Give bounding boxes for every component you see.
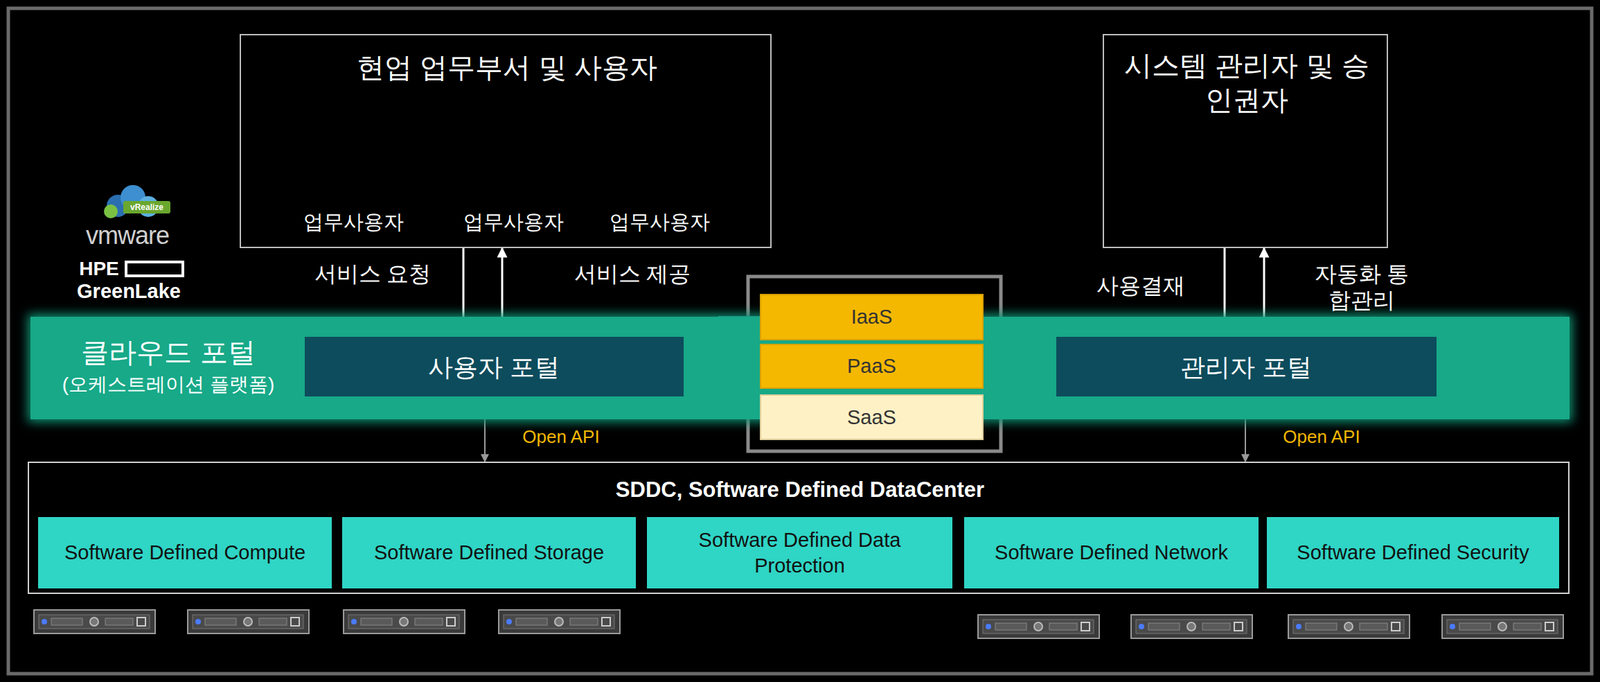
group-box: 시스템 관리자 및 승인권자 xyxy=(1102,33,1389,248)
vrealize-logo xyxy=(103,184,171,219)
server-row xyxy=(33,609,1564,638)
node-title: SDDC, Software Defined DataCenter xyxy=(615,476,985,504)
node-title: 사용자 포털 xyxy=(428,351,560,383)
node-title: Software Defined Security xyxy=(1296,539,1529,565)
node-text: (오케스트레이션 플랫폼) xyxy=(62,371,275,397)
edge-label: Open API xyxy=(1282,425,1360,448)
node-title: Software Defined Storage xyxy=(374,539,604,565)
node-title: 시스템 관리자 및 승인권자 xyxy=(1122,47,1372,118)
logo-text: GreenLake xyxy=(76,279,181,304)
node-text: 업무사용자 xyxy=(303,209,404,235)
portal-box: 사용자 포털 xyxy=(304,336,684,397)
edge-label: 자동화 통합관리 xyxy=(1309,260,1414,314)
node-title: PaaS xyxy=(847,353,897,379)
node-title: 현업 업무부서 및 사용자 xyxy=(356,49,657,85)
node-title: 클라우드 포털 xyxy=(81,334,255,370)
logo-tag: vRealize xyxy=(130,202,164,212)
service-box: PaaS xyxy=(759,343,984,389)
frame xyxy=(8,8,1592,674)
logo-text: HPE xyxy=(78,256,120,281)
sddc-box: SDDC, Software Defined DataCenterSoftwar… xyxy=(27,461,1570,594)
edge-label: 서비스 요청 xyxy=(314,260,432,287)
node-title: 관리자 포털 xyxy=(1180,351,1312,383)
node-title: SaaS xyxy=(847,404,897,430)
edge-label: Open API xyxy=(522,425,600,448)
sddc-component: Software Defined Security xyxy=(1266,516,1560,589)
group-box: 현업 업무부서 및 사용자업무사용자 업무사용자 업무사용자 xyxy=(239,33,772,248)
node-title: Software Defined Network xyxy=(994,539,1229,565)
edge-label: 서비스 제공 xyxy=(574,260,692,287)
node-title: Software Defined Data Protection xyxy=(655,527,945,578)
service-box: IaaS xyxy=(759,293,984,341)
sddc-component: Software Defined Network xyxy=(964,516,1259,589)
edge-label: 사용결재 xyxy=(1096,272,1186,299)
node-title: Software Defined Compute xyxy=(64,539,306,565)
sddc-component: Software Defined Data Protection xyxy=(646,516,953,589)
portal-box: 관리자 포털 xyxy=(1056,336,1437,397)
node-title: IaaS xyxy=(851,304,893,330)
node-text: 업무사용자 xyxy=(463,209,564,235)
hpe-logo-rect xyxy=(126,261,183,276)
sddc-component: Software Defined Storage xyxy=(342,516,636,589)
stack-frame xyxy=(748,276,1001,451)
node-text: 업무사용자 xyxy=(609,209,710,235)
sddc-component: Software Defined Compute xyxy=(38,516,332,589)
service-box: SaaS xyxy=(759,394,984,440)
logo-text: vmware xyxy=(85,220,170,251)
